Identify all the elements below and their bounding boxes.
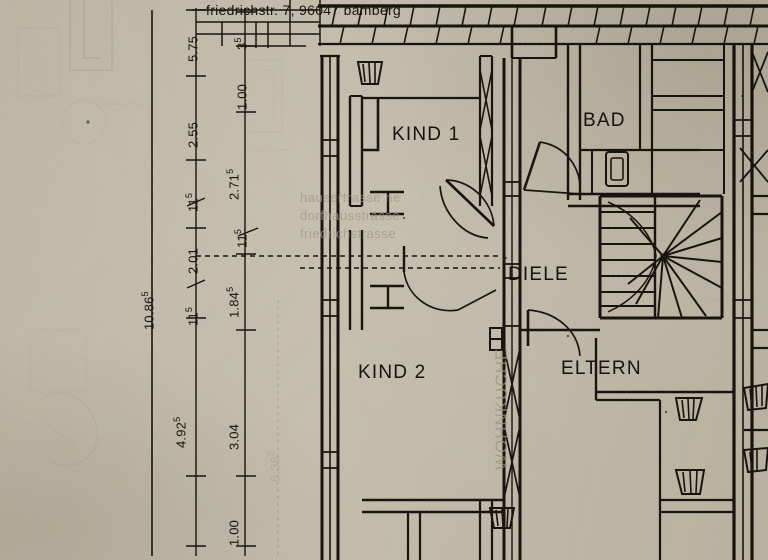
dim-value: 2.01: [185, 247, 201, 274]
dimension-mid-255: 2.55: [184, 122, 200, 148]
dim-sup: 5: [140, 291, 150, 297]
kind2-fixture-detail: [370, 284, 404, 310]
dim-sup: 5: [233, 37, 243, 43]
dim-value: 4.92: [173, 421, 189, 448]
kind1-fixture-detail: [370, 190, 404, 216]
radiator-symbol-eltern-a: [674, 397, 704, 421]
room-label-kind2: KIND 2: [358, 362, 427, 383]
door-swing-eltern: [526, 309, 581, 357]
room-label-eltern: ELTERN: [561, 358, 642, 379]
dim-value: 3.04: [226, 423, 242, 450]
kind1-room-outline: [362, 55, 494, 206]
door-swing-kind1: [439, 179, 495, 239]
right-edge-rooms: [744, 194, 768, 432]
dimension-in-100-a: 1.00: [233, 84, 249, 110]
dimension-mid-115-b: 115: [184, 307, 200, 326]
header-address-note: friedrichstr. 7, 96047 bamberg: [206, 2, 401, 18]
paper-specks: [86, 94, 744, 414]
dimension-mid-115-a: 115: [184, 193, 200, 212]
ghost-text-wohnkueche: WOHNKUCHE: [492, 347, 511, 470]
left-main-wall: [320, 54, 340, 560]
dim-sup: 5: [172, 416, 182, 422]
ghost-text-1: hausertrasse ne: [300, 190, 401, 205]
door-swing-diele-upper: [522, 141, 581, 195]
dimension-mid-575: 5.75: [184, 36, 200, 62]
dimension-outer-10865: 10.865: [140, 291, 156, 330]
eltern-room-outline: [520, 328, 734, 560]
room-label-kind1: KIND 1: [392, 124, 461, 145]
dim-value: 1.00: [226, 519, 242, 546]
dimension-in-100-b: 1.00: [225, 520, 241, 546]
dim-value: 5.75: [185, 35, 201, 62]
dimension-in-2715: 2.715: [225, 169, 241, 200]
dim-sup: 5: [225, 286, 235, 292]
radiator-symbol-bottom: [488, 507, 516, 529]
center-axis-line: [196, 255, 500, 269]
radiator-symbol-eltern-c: [674, 469, 706, 495]
radiator-symbol-eltern-d: [742, 446, 768, 474]
dim-value: 3: [234, 42, 250, 50]
top-exterior-wall: [318, 4, 768, 59]
dim-value: 1.84: [226, 291, 242, 318]
ghost-text-3: friedrichstrasse: [300, 226, 397, 241]
dimension-in-304: 3.04: [225, 424, 241, 450]
dimension-faint-6385: 6.385: [266, 451, 282, 482]
dim-value: 10.86: [141, 296, 157, 330]
dim-value: 11: [185, 312, 201, 326]
door-swing-diele-lower: [402, 246, 497, 312]
dimension-in-35: 35: [233, 37, 249, 50]
staircase: [598, 194, 724, 320]
dimension-in-115: 115: [233, 229, 249, 248]
dim-value: 11: [234, 234, 250, 248]
diele-fixture: [489, 327, 503, 351]
dim-value: 6.38: [267, 455, 283, 482]
dim-value: 1.00: [234, 83, 250, 110]
dim-value: 2.71: [226, 173, 242, 200]
dim-sup: 5: [184, 192, 194, 199]
right-exterior-wall: [732, 44, 768, 560]
radiator-symbol-eltern-b: [742, 382, 768, 412]
dimension-chain-middle: [186, 8, 206, 556]
dim-value: 11: [185, 198, 201, 212]
room-label-diele: DIELE: [508, 264, 569, 285]
room-label-bad: BAD: [583, 110, 626, 131]
dim-sup: 5: [184, 306, 194, 313]
center-partition-wall: [502, 58, 522, 560]
bad-room-outline: [566, 44, 725, 208]
dim-sup: 5: [233, 228, 243, 235]
ghost-text-2: dorfhausstrasse: [300, 208, 400, 223]
bottom-rooms: [362, 498, 504, 560]
dimension-in-1845: 1.845: [225, 287, 241, 318]
dimension-mid-201: 2.01: [184, 248, 200, 274]
dim-sup: 5: [266, 450, 276, 456]
dim-sup: 5: [225, 168, 235, 174]
dimension-mid-4925: 4.925: [172, 417, 188, 448]
dim-value: 2.55: [185, 121, 201, 148]
radiator-symbol-kind1: [356, 61, 384, 85]
